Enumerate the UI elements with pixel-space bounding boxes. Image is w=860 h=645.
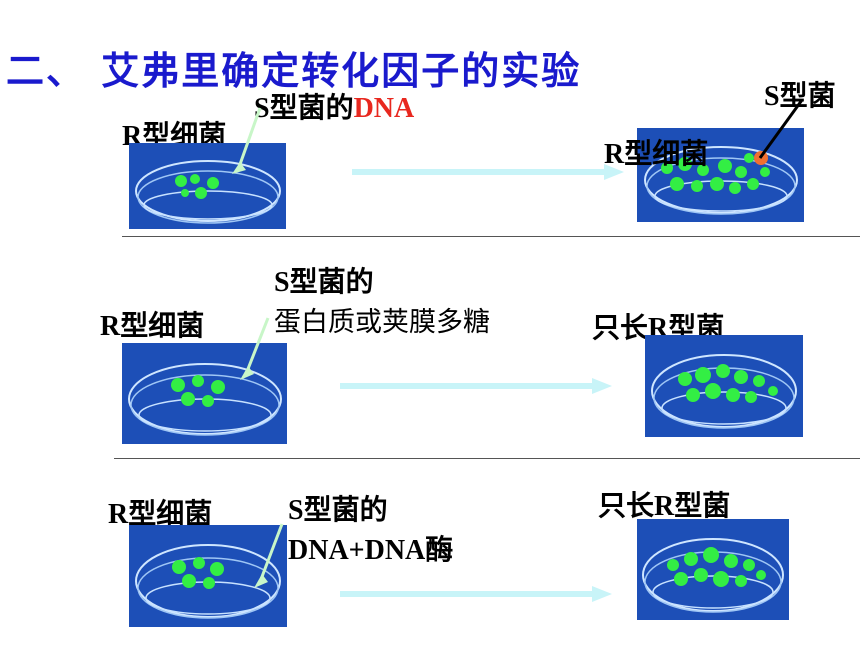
row1-added-substance: S型菌的DNA — [254, 86, 414, 126]
row2-added-line2: 蛋白质或荚膜多糖 — [274, 307, 490, 338]
row3-added-line2: DNA+DNA酶 — [288, 535, 454, 566]
row3-left-label: R型细菌 — [108, 499, 213, 530]
row2-process-arrow — [340, 378, 612, 394]
row2-right-dish — [645, 335, 803, 437]
row1-left-dish — [129, 143, 286, 229]
row1-added-highlight: DNA — [353, 93, 415, 124]
row3-process-arrow — [340, 586, 612, 602]
row1-right-label: R型细菌 — [604, 139, 709, 170]
row2-left-label: R型细菌 — [100, 311, 205, 342]
row1-added-prefix: S型菌的 — [254, 93, 354, 124]
row1-s-colony-label: S型菌 — [764, 81, 836, 112]
row1-divider — [122, 236, 860, 237]
row1-right-dish — [637, 128, 804, 222]
row3-right-dish — [637, 519, 789, 620]
row1-process-arrow — [352, 164, 624, 180]
row2-divider — [114, 458, 860, 459]
row1-pointer-arrow — [232, 107, 262, 174]
row3-pointer-arrow — [254, 523, 284, 588]
row3-right-label: 只长R型菌 — [598, 491, 731, 522]
row3-added-line1: S型菌的 — [288, 495, 388, 526]
row3-left-dish — [129, 525, 287, 627]
page-title: 二、 艾弗里确定转化因子的实验 — [6, 49, 582, 93]
row2-left-dish — [122, 343, 287, 444]
row2-pointer-arrow — [240, 317, 270, 380]
row2-added-line1: S型菌的 — [274, 267, 374, 298]
row1-s-colony-pointer — [758, 99, 804, 159]
